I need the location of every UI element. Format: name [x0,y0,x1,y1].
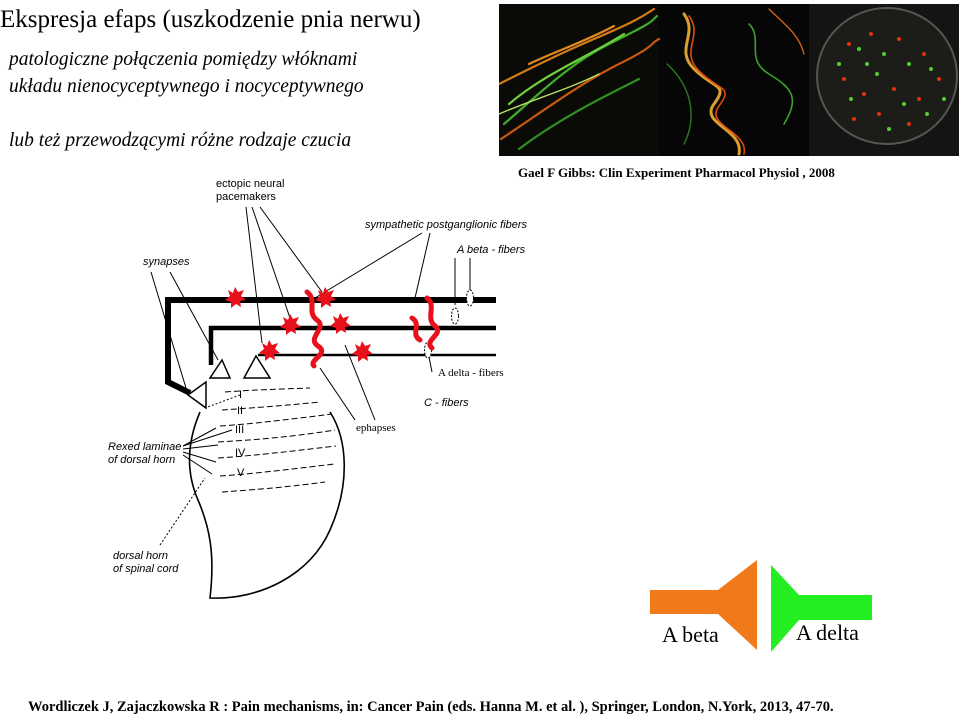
lamina-i-label: I [239,389,243,401]
abeta-oval-2 [451,307,459,325]
lamina-ii-label: II [237,405,244,417]
ephapses-label: ephapses [356,422,396,434]
ephapse-bursts [225,287,373,362]
ectopic-label-line-2: pacemakers [216,191,276,203]
ephapse-burst-3 [280,314,301,335]
lamina-lines [217,387,337,493]
image-citation: Gael F Gibbs: Clin Experiment Pharmacol … [518,165,835,180]
subtitle-line-1: patologiczne połączenia pomiędzy włóknam… [9,49,358,70]
adelta-legend-icon [771,565,872,652]
ephapse-burst-5 [259,340,280,361]
synapse-terminals [186,354,272,410]
dorsal-horn-label-line-2: of spinal cord [113,563,179,575]
dorsal-horn-label-line-1: dorsal horn [113,550,169,562]
rexed-pointer-lines [182,429,233,447]
fiber-lines [165,297,496,396]
adelta-fibers-label: A delta - fibers [438,367,504,379]
adelta-fiber [208,325,496,365]
synapse-terminal-3 [242,354,272,379]
footer-reference: Wordliczek J, Zajaczkowska R : Pain mech… [28,699,834,715]
ephapse-burst-4 [330,313,351,334]
subtitle-line-2: układu nienocyceptywnego i nocyceptywneg… [9,76,364,97]
abeta-legend-icon [650,560,757,650]
c-fibers-label: C - fibers [424,397,469,409]
sympathetic-fibers-label: sympathetic postganglionic fibers [365,219,528,231]
abeta-oval-1 [466,289,474,307]
pointer-lines [150,206,471,475]
lamina-iv-label: IV [235,447,246,459]
ephapse-burst-2 [315,287,336,308]
rexed-label-line-2: of dorsal horn [108,454,176,466]
subtitle-line-3: lub też przewodzącymi różne rodzaje czuc… [9,130,352,151]
ectopic-label-line-1: ectopic neural [216,178,285,190]
abeta-fiber [165,297,496,396]
slide-title: Ekspresja efaps (uszkodzenie pnia nerwu) [0,6,421,33]
adelta-legend-label: A delta [796,620,859,645]
microscopy-fibers-image [497,4,959,156]
synapses-label: synapses [143,256,190,268]
dorsal-horn-outline [188,411,346,599]
synapse-terminal-1 [186,380,207,410]
synapse-terminal-2 [208,358,232,379]
sympathetic-wave-2 [424,295,440,351]
sympathetic-red-fibers [304,289,440,369]
microscopy-image-strip [497,4,959,156]
ephapse-burst-1 [225,287,246,308]
sympathetic-wave-1 [304,289,325,369]
sympathetic-wave-3 [409,315,423,343]
lamina-iii-label: III [235,424,245,436]
abeta-legend-label: A beta [662,622,719,647]
lamina-v-label: V [237,467,245,479]
dotted-pointer-lines [159,394,241,546]
ephapse-burst-6 [352,341,373,362]
rexed-label-line-1: Rexed laminae [108,441,182,453]
abeta-fibers-label: A beta - fibers [457,244,526,256]
